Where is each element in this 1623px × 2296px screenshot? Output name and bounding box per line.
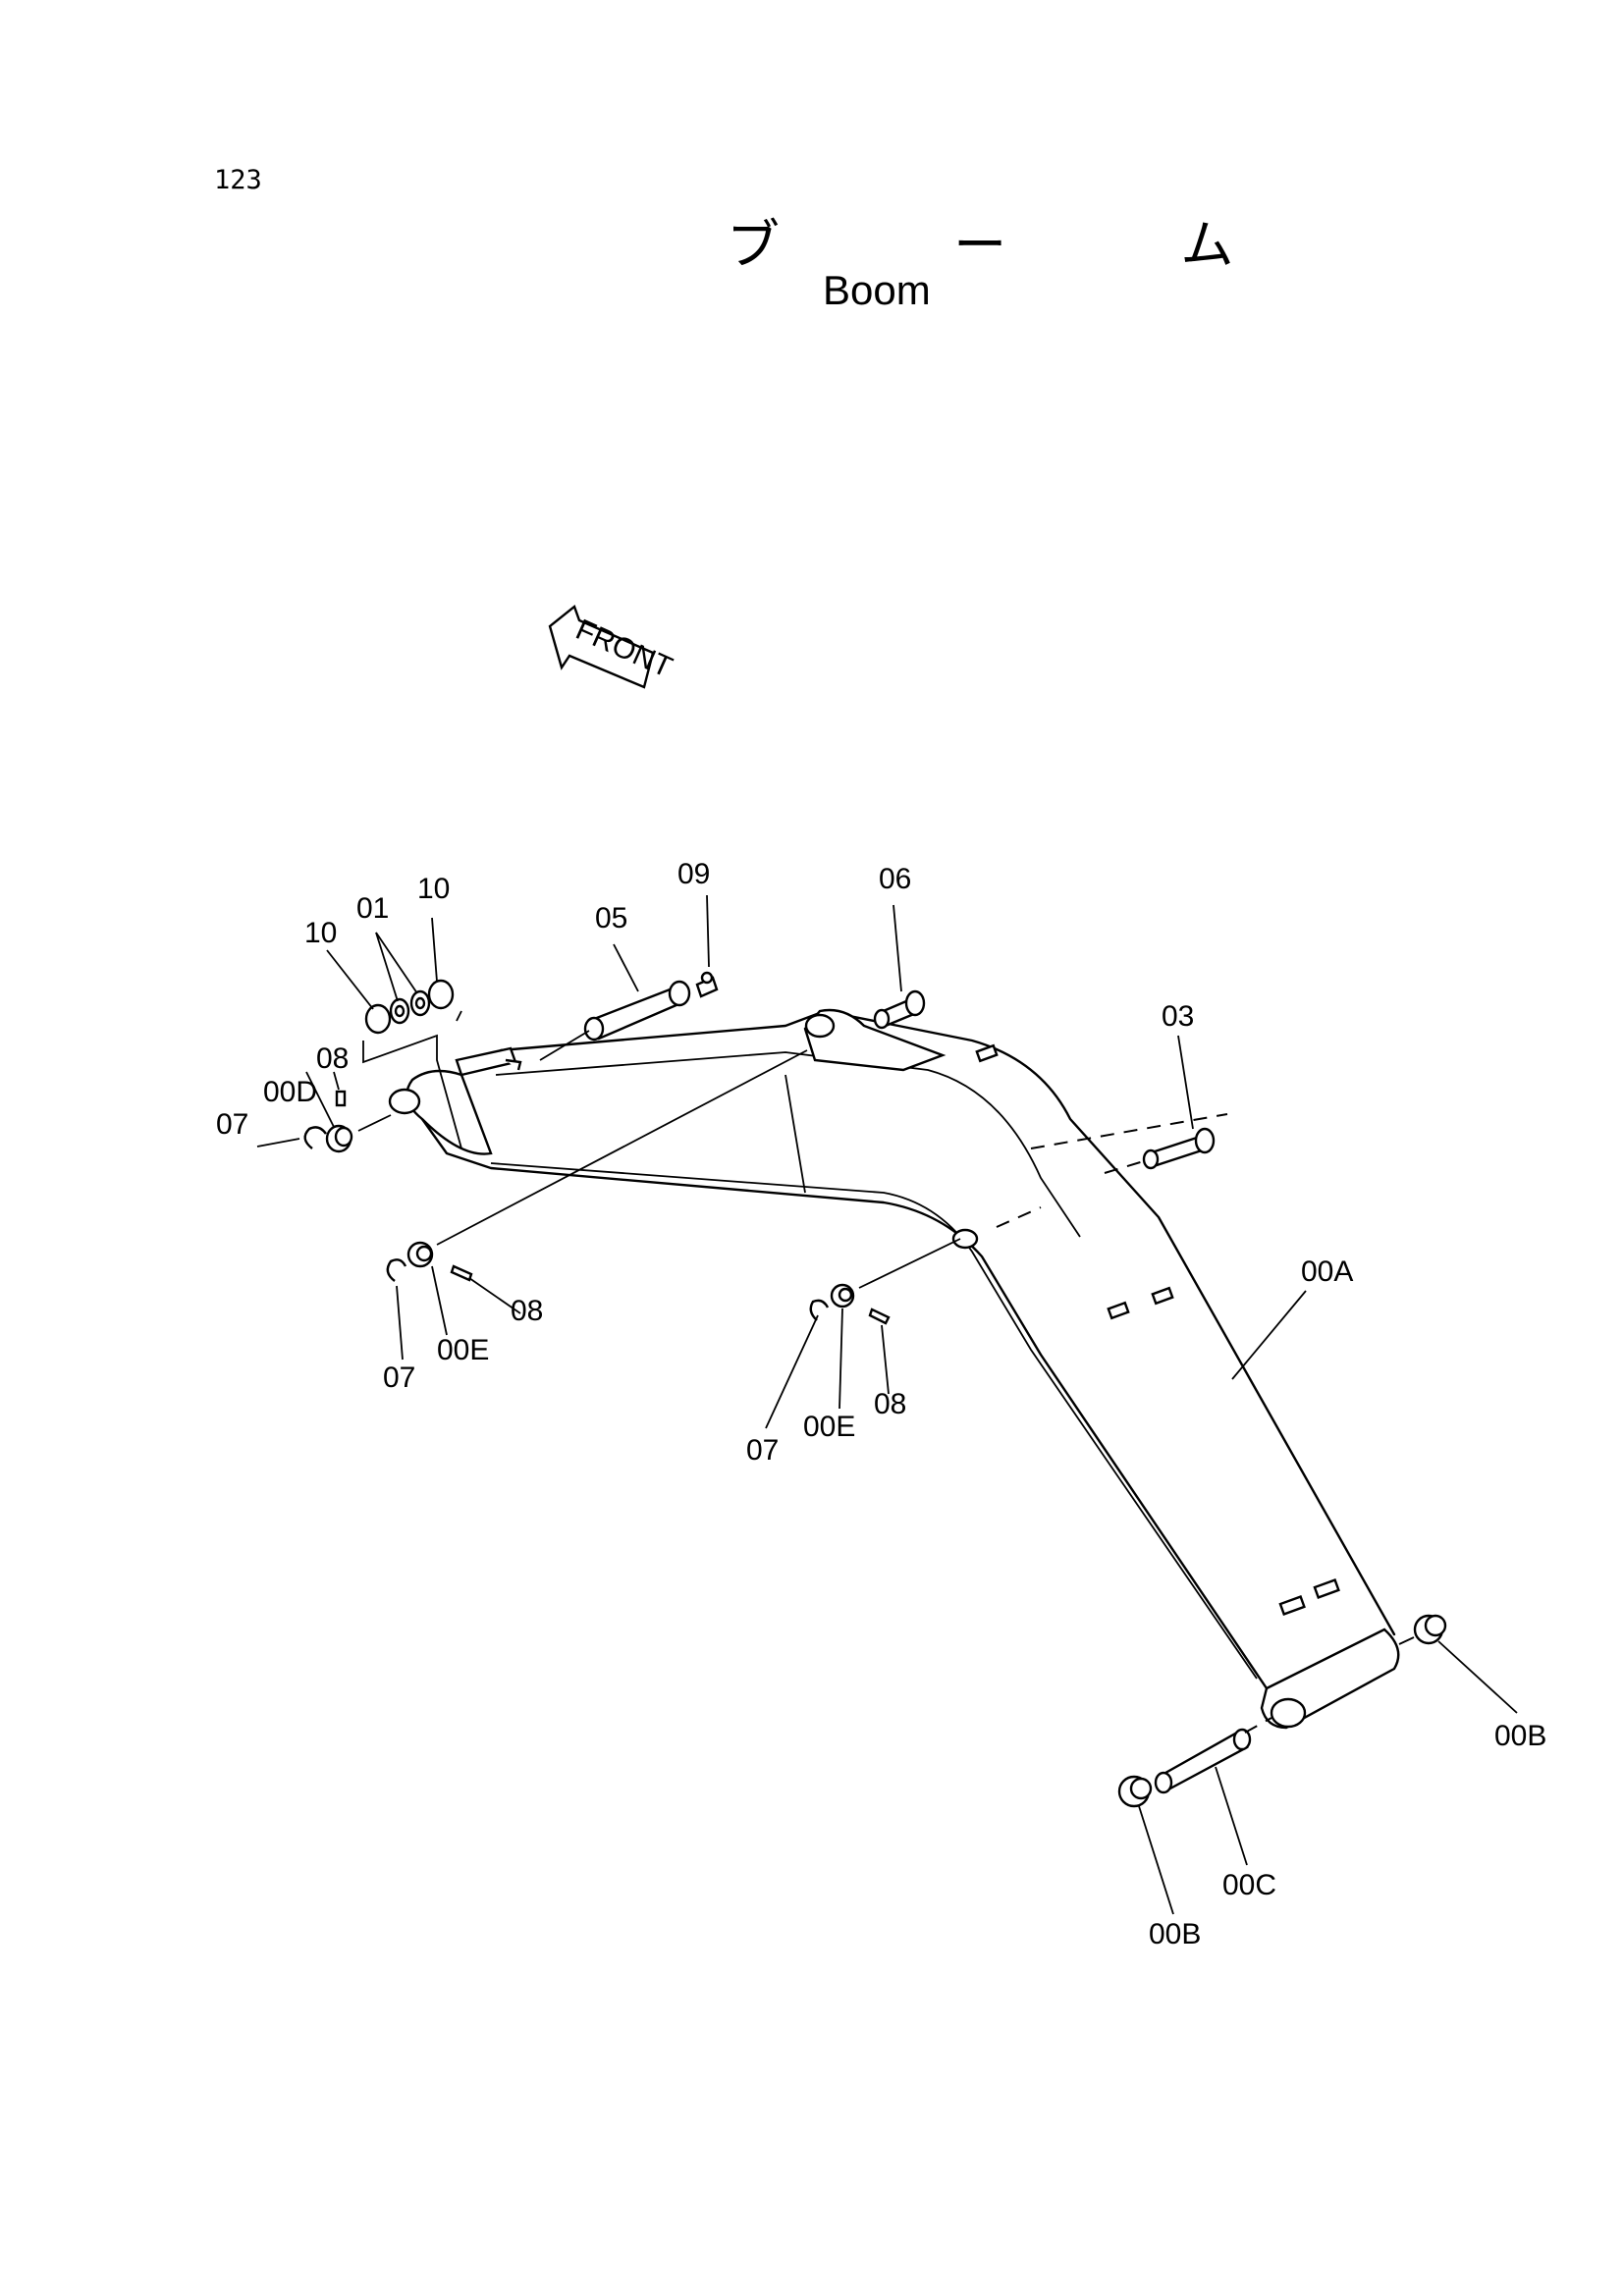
page-title-japanese: ブ ー ム [727, 214, 1313, 276]
part-label-05: 05 [595, 902, 627, 934]
shim-group [362, 979, 462, 1149]
part-label-00B: 00B [1149, 1918, 1201, 1950]
part-label-00C: 00C [1222, 1869, 1276, 1901]
part-label-08: 08 [511, 1295, 543, 1327]
part-label-07: 07 [383, 1362, 415, 1394]
part-label-00E: 00E [803, 1411, 855, 1443]
part-label-08: 08 [316, 1042, 349, 1075]
page-title: Boom [823, 267, 931, 313]
part-label-09: 09 [677, 858, 710, 890]
part-label-07: 07 [746, 1434, 779, 1467]
pin-05 [539, 980, 691, 1061]
part-label-00E: 00E [437, 1334, 489, 1366]
part-label-10: 10 [304, 917, 337, 949]
grease-fitting-09 [695, 971, 719, 998]
part-label-08: 08 [874, 1388, 906, 1420]
part-label-00B: 00B [1494, 1720, 1546, 1752]
part-label-10: 10 [417, 873, 450, 905]
part-label-07: 07 [216, 1108, 248, 1141]
front-arrow: FRONT [548, 605, 676, 689]
pin-03 [1104, 1127, 1216, 1174]
bushing-00D-group [303, 1090, 392, 1153]
part-label-03: 03 [1162, 1000, 1194, 1033]
part-label-06: 06 [879, 863, 911, 895]
leader-lines [256, 894, 1518, 1915]
part-label-00D: 00D [263, 1076, 317, 1108]
boom-body [388, 1008, 1400, 1730]
part-label-00A: 00A [1301, 1255, 1353, 1288]
page-number: 123 [214, 165, 262, 195]
bushing-00E-group-right [809, 1238, 961, 1325]
part-label-01: 01 [356, 892, 389, 925]
bushing-00E-group-left [386, 1049, 808, 1282]
pin-06 [873, 989, 926, 1030]
foot-pin-group [1117, 1614, 1447, 1808]
